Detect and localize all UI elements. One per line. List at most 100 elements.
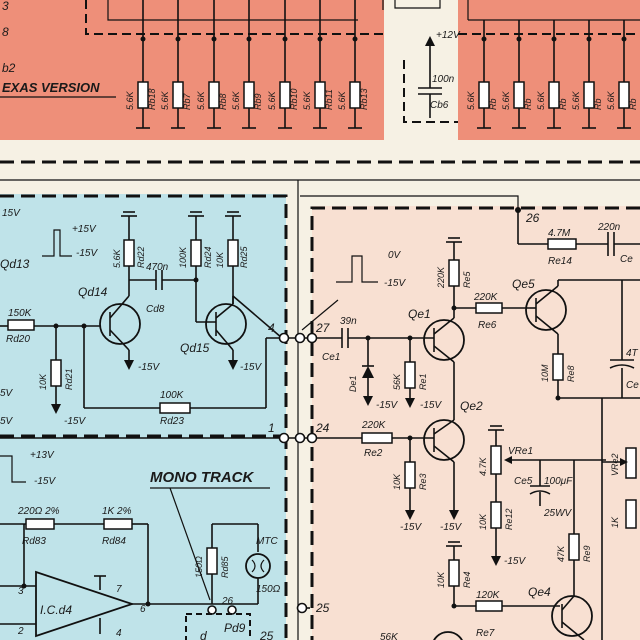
qd14-label: Qd14: [78, 285, 108, 299]
ce1-value: 39n: [340, 316, 357, 327]
pd9-label: Pd9: [224, 621, 246, 635]
neg15-wave-label: -15V: [384, 278, 406, 289]
svg-text:5.6K: 5.6K: [267, 90, 277, 110]
pulse-waveform-right: [336, 255, 378, 283]
rd85-ref: Rd85: [220, 555, 230, 578]
svg-text:Rb9: Rb9: [253, 93, 263, 110]
svg-text:5.6K: 5.6K: [337, 90, 347, 110]
cd8-value: 470n: [146, 262, 169, 273]
re5-value: 220K: [436, 266, 446, 289]
pin-1-label: 1: [268, 421, 275, 435]
icd4-pin3: 3: [18, 586, 24, 597]
ov-label: 0V: [388, 250, 402, 261]
qd14-emitter-supply: -15V: [138, 362, 160, 373]
rd25-ref: Rd25: [239, 245, 249, 268]
icd4-pin7: 7: [116, 584, 122, 595]
pd9-pin26: 26: [221, 596, 234, 607]
vre1-value: 4.7K: [478, 456, 488, 476]
pulse-low-label: -15V: [76, 248, 98, 259]
rd25-value: 10K: [215, 251, 225, 268]
svg-text:Rb: Rb: [628, 98, 638, 110]
rd83-value: 220Ω 2%: [17, 506, 60, 517]
rd85-value: 150Ω: [194, 556, 204, 578]
cap-4t-fragment: 4T: [626, 348, 639, 359]
top-ic-stub: [382, 0, 441, 10]
supply-12v-label: +12V: [436, 30, 461, 41]
rd84-ref: Rd84: [102, 536, 126, 547]
re14-ref: Re14: [548, 256, 572, 267]
rd20-value: 150K: [8, 308, 33, 319]
qe2-supply: -15V: [440, 522, 462, 533]
svg-text:5.6K: 5.6K: [536, 90, 546, 110]
re3-supply: -15V: [400, 522, 422, 533]
ce-fragment-top: Ce: [620, 254, 633, 265]
ce1-ref: Ce1: [322, 352, 340, 363]
rd21-ref: Rd21: [64, 368, 74, 390]
qe1-transistor: [423, 319, 465, 361]
svg-text:Rb: Rb: [523, 98, 533, 110]
rd21-supply: -15V: [64, 416, 86, 427]
rd24-ref: Rd24: [203, 246, 213, 268]
fragment-b2: b2: [2, 61, 16, 75]
blue-5v-b: 5V: [0, 416, 14, 427]
svg-text:Rb11: Rb11: [324, 89, 334, 110]
neg-15v-label-lower: -15V: [34, 476, 56, 487]
svg-text:5.6K: 5.6K: [571, 90, 581, 110]
top-bus-line: [107, 0, 358, 21]
peach-panel-border: [310, 206, 640, 640]
qd15-transistor: [205, 303, 247, 345]
svg-text:Rb8: Rb8: [218, 93, 228, 110]
re12-supply: -15V: [504, 556, 526, 567]
qe2-label: Qe2: [460, 399, 483, 413]
de1-supply: -15V: [376, 400, 398, 411]
pulse-waveform-lower: [0, 455, 26, 483]
qe4-transistor: [551, 595, 593, 637]
cap-220n: 220n: [597, 222, 621, 233]
qe4-label: Qe4: [528, 585, 551, 599]
svg-text:Rb7: Rb7: [182, 92, 192, 110]
re9-ref: Re9: [582, 545, 592, 562]
peach-pin26: 26: [525, 211, 540, 225]
svg-text:5.6K: 5.6K: [606, 90, 616, 110]
mtc-value: 150Ω: [256, 584, 281, 595]
svg-text:Rb10: Rb10: [289, 88, 299, 110]
fragment-3: 3: [2, 0, 9, 13]
re14-value: 4.7M: [548, 228, 571, 239]
re1-ref: Re1: [418, 373, 428, 390]
qe1-label: Qe1: [408, 307, 431, 321]
left-blue-panel: [0, 194, 286, 640]
svg-text:5.6K: 5.6K: [231, 90, 241, 110]
qe5-transistor: [525, 289, 567, 331]
blue-15v-top: 15V: [2, 208, 21, 219]
rd24-value: 100K: [178, 246, 188, 268]
blue-pin25: 25: [259, 629, 274, 640]
rd21-value: 10K: [38, 373, 48, 390]
cd8-ref: Cd8: [146, 304, 165, 315]
re8-ref: Re8: [566, 365, 576, 382]
svg-text:Rb18: Rb18: [147, 88, 157, 110]
fragment-8: 8: [2, 25, 9, 39]
rd23-ref: Rd23: [160, 416, 184, 427]
rd22-value: 5.6K: [112, 248, 122, 268]
re4-value: 10K: [436, 571, 446, 588]
qe2-transistor: [423, 419, 465, 461]
re4-ref: Re4: [462, 571, 472, 588]
qd13-label: Qd13: [0, 257, 30, 271]
svg-text:Rb: Rb: [558, 98, 568, 110]
pin-4-label: 4: [268, 321, 275, 335]
rd83-ref: Rd83: [22, 536, 46, 547]
vre1-ref: VRe1: [508, 446, 533, 457]
re2-ref: Re2: [364, 448, 383, 459]
rd22-ref: Rd22: [136, 246, 146, 268]
qe5-label: Qe5: [512, 277, 535, 291]
blue-panel-circuit: 15V Qd13 +15V -15V 5.6K Rd22 470n Cd8 10…: [0, 208, 320, 640]
rd20-ref: Rd20: [6, 334, 30, 345]
ce5-rating: 25WV: [543, 508, 573, 519]
peach-panel-circuit: 26 4.7M Re14 220n Ce 0V -15V 220K Re5 22…: [296, 207, 640, 640]
re-1k-fragment: 1K: [610, 516, 620, 528]
cap-100n-value: 100n: [432, 74, 455, 85]
icd4-label: I.C.d4: [40, 603, 72, 617]
top-right-salmon-panel: [458, 0, 640, 140]
